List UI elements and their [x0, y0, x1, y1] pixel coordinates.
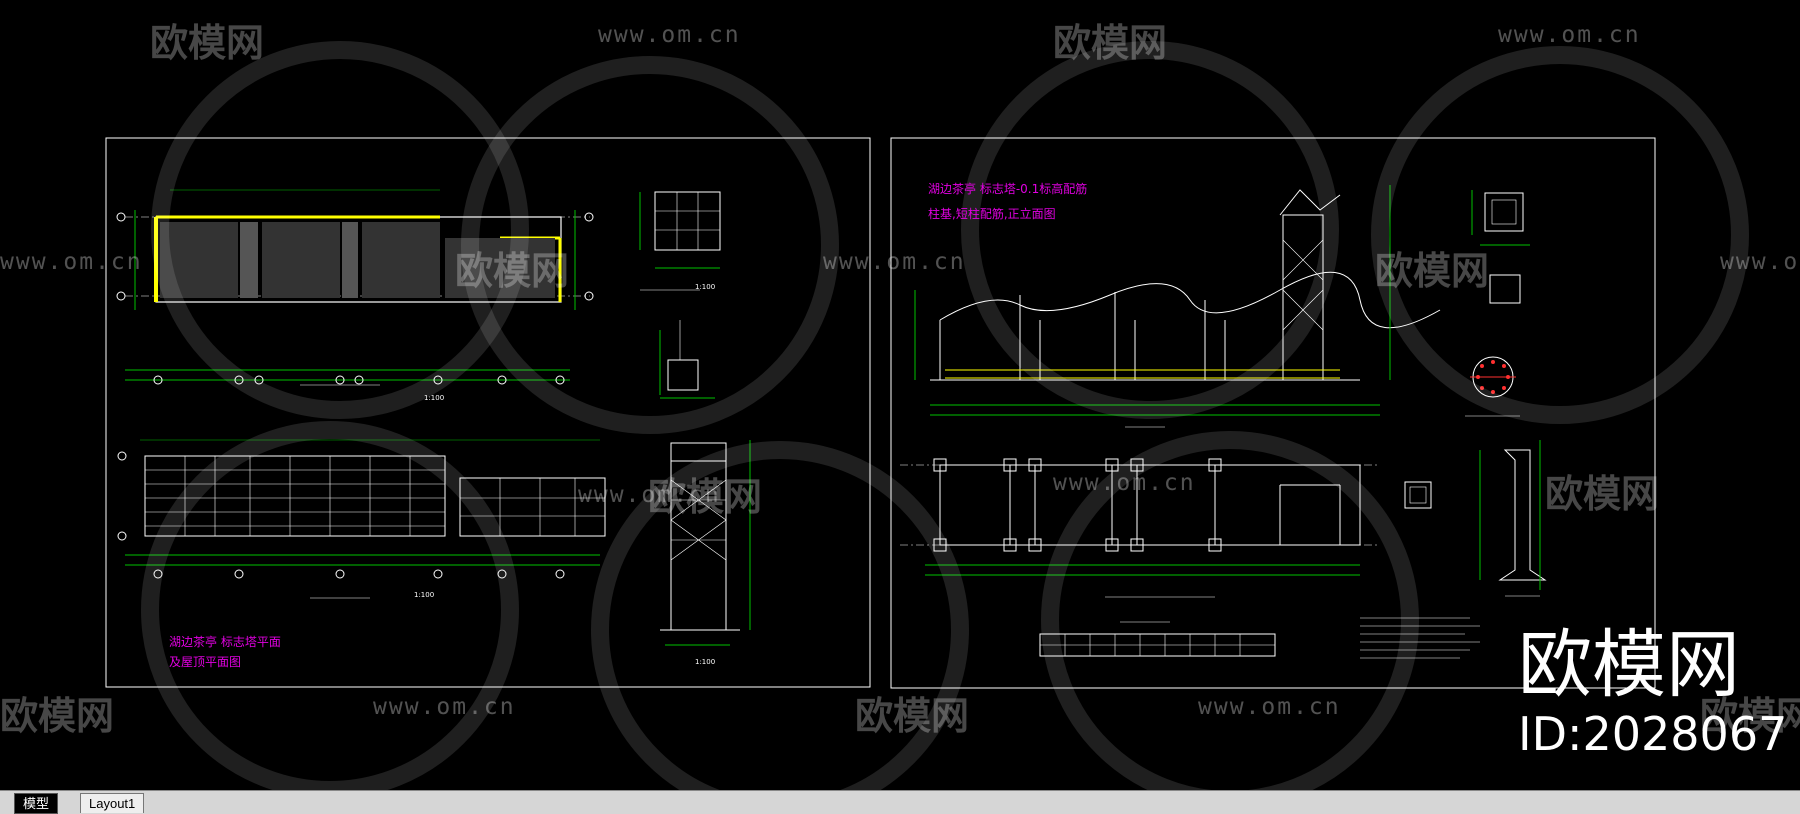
watermark-url: www.om.cn — [1053, 470, 1196, 496]
scale-label-elevation: 1:100 — [695, 658, 716, 666]
watermark-url: www.om.cn — [823, 249, 966, 275]
tower-elevation — [660, 440, 751, 646]
watermark-url: www.om.cn — [1198, 694, 1341, 720]
tab-model[interactable]: 模型 — [14, 793, 59, 814]
watermark-site-name: 欧模网 — [1700, 694, 1800, 738]
rebar-table — [1039, 621, 1276, 657]
watermark-url: www.om.cn — [373, 694, 516, 720]
watermark-site-name: 欧模网 — [855, 694, 970, 738]
watermark-site-name: 欧模网 — [648, 475, 763, 519]
elevation-view — [914, 185, 1441, 428]
watermark-site-name: 欧模网 — [1545, 472, 1660, 516]
cad-model-space[interactable]: 湖边茶亭 标志塔平面 及屋顶平面图 湖边茶亭 标志塔-0.1标高配筋 柱基,短柱… — [0, 0, 1800, 790]
column-details — [1404, 190, 1547, 597]
watermark-url: www.om.cn — [1498, 22, 1641, 48]
brand-id-label: ID:2028067 — [1518, 707, 1788, 761]
left-sheet-border — [105, 137, 871, 688]
scale-label-plan: 1:100 — [424, 394, 445, 402]
foundation-plan — [900, 458, 1380, 598]
tower-plan-detail — [639, 191, 721, 291]
watermark-site-name: 欧模网 — [1053, 21, 1168, 65]
scale-label-roof: 1:100 — [414, 591, 435, 599]
general-notes — [1360, 617, 1480, 659]
plan-view-1 — [116, 189, 594, 386]
watermark-url: www.om.cn — [578, 482, 721, 508]
watermark-site-name: 欧模网 — [455, 249, 570, 293]
left-drawing-title-line1: 湖边茶亭 标志塔平面 — [169, 635, 281, 649]
watermark-site-name: 欧模网 — [150, 21, 265, 65]
roof-plan-view — [117, 439, 606, 599]
brand-logo-text: 欧模网 — [1518, 622, 1740, 708]
watermark-rings — [141, 41, 1749, 790]
tab-layout1[interactable]: Layout1 — [80, 793, 145, 813]
watermark-url: www.om.cn — [0, 249, 143, 275]
right-drawing-title-line2: 柱基,短柱配筋,正立面图 — [928, 207, 1056, 221]
watermark-site-name: 欧模网 — [0, 694, 115, 738]
section-detail-small — [659, 320, 715, 399]
watermark-site-name: 欧模网 — [1375, 249, 1490, 293]
right-sheet-border — [890, 137, 1656, 689]
layout-tab-bar: 模型 Layout1 — [0, 790, 1800, 814]
watermark-url: www.om.cn — [1720, 249, 1800, 275]
left-drawing-title-line2: 及屋顶平面图 — [169, 655, 242, 669]
watermark-url: www.om.cn — [598, 22, 741, 48]
cad-drawing — [105, 41, 1749, 790]
scale-label-tower: 1:100 — [695, 283, 716, 291]
right-drawing-title-line1: 湖边茶亭 标志塔-0.1标高配筋 — [928, 182, 1088, 196]
